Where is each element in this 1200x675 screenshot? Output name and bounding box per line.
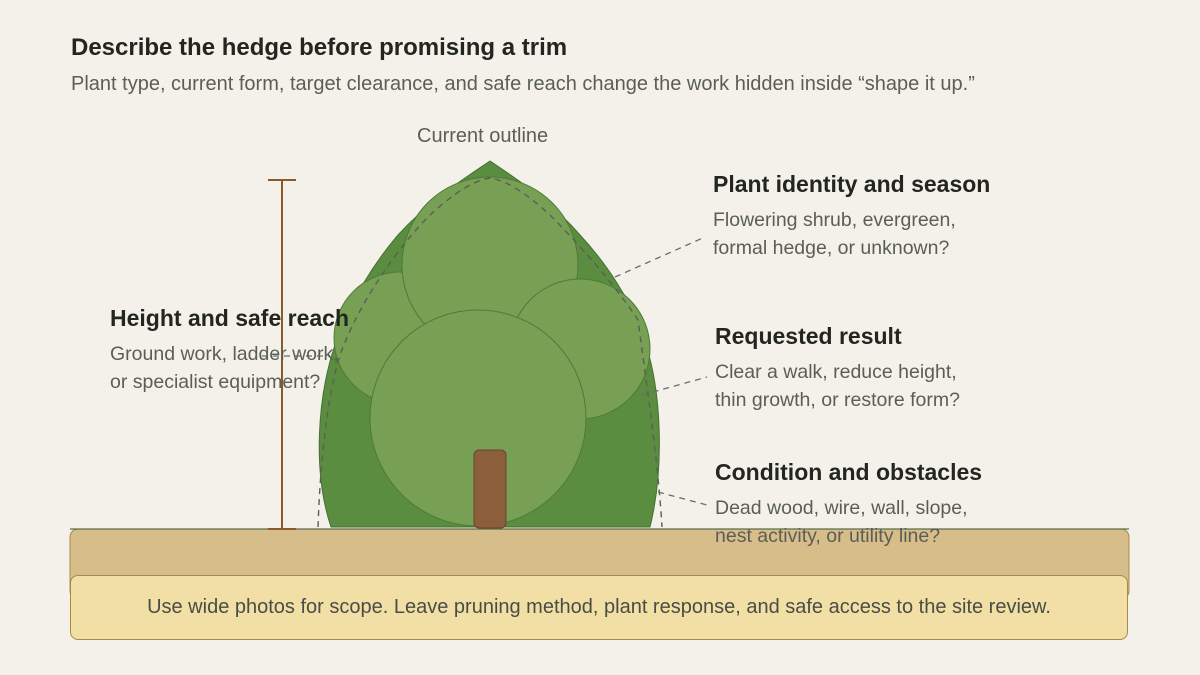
current-outline-dashed (317, 177, 663, 528)
callout-height-line1: Ground work, ladder work, (110, 343, 339, 365)
callout-condition-body: Dead wood, wire, wall, slope, nest activ… (715, 494, 982, 550)
callout-plant-line2: formal hedge, or unknown? (713, 237, 950, 259)
callout-height-line2: or specialist equipment? (110, 371, 321, 393)
callout-result: Requested result Clear a walk, reduce he… (715, 323, 960, 414)
callout-result-body: Clear a walk, reduce height, thin growth… (715, 358, 960, 414)
callout-condition: Condition and obstacles Dead wood, wire,… (715, 459, 982, 550)
leader-condition (657, 491, 708, 506)
callout-plant-body: Flowering shrub, evergreen, formal hedge… (713, 206, 990, 262)
leader-result (641, 376, 708, 396)
callout-height-body: Ground work, ladder work, or specialist … (110, 340, 349, 396)
callout-condition-title: Condition and obstacles (715, 459, 983, 485)
current-outline-label: Current outline (417, 125, 549, 147)
callout-result-line1: Clear a walk, reduce height, (715, 361, 957, 383)
leader-plant (614, 236, 706, 278)
callout-plant-line1: Flowering shrub, evergreen, (713, 209, 956, 231)
page-subtitle: Plant type, current form, target clearan… (71, 73, 975, 95)
page-title: Describe the hedge before promising a tr… (71, 34, 568, 61)
callout-condition-line2: nest activity, or utility line? (715, 525, 941, 547)
callout-height-title: Height and safe reach (110, 305, 350, 331)
callout-result-title: Requested result (715, 323, 902, 349)
callout-condition-line1: Dead wood, wire, wall, slope, (715, 497, 968, 519)
callout-plant-title: Plant identity and season (713, 171, 991, 197)
callout-height: Height and safe reach Ground work, ladde… (110, 305, 349, 396)
site-review-note: Use wide photos for scope. Leave pruning… (70, 575, 1128, 640)
callout-result-line2: thin growth, or restore form? (715, 389, 960, 411)
site-review-note-text: Use wide photos for scope. Leave pruning… (147, 596, 1051, 618)
hedge-trunk (473, 449, 507, 529)
callout-plant: Plant identity and season Flowering shru… (713, 171, 990, 262)
